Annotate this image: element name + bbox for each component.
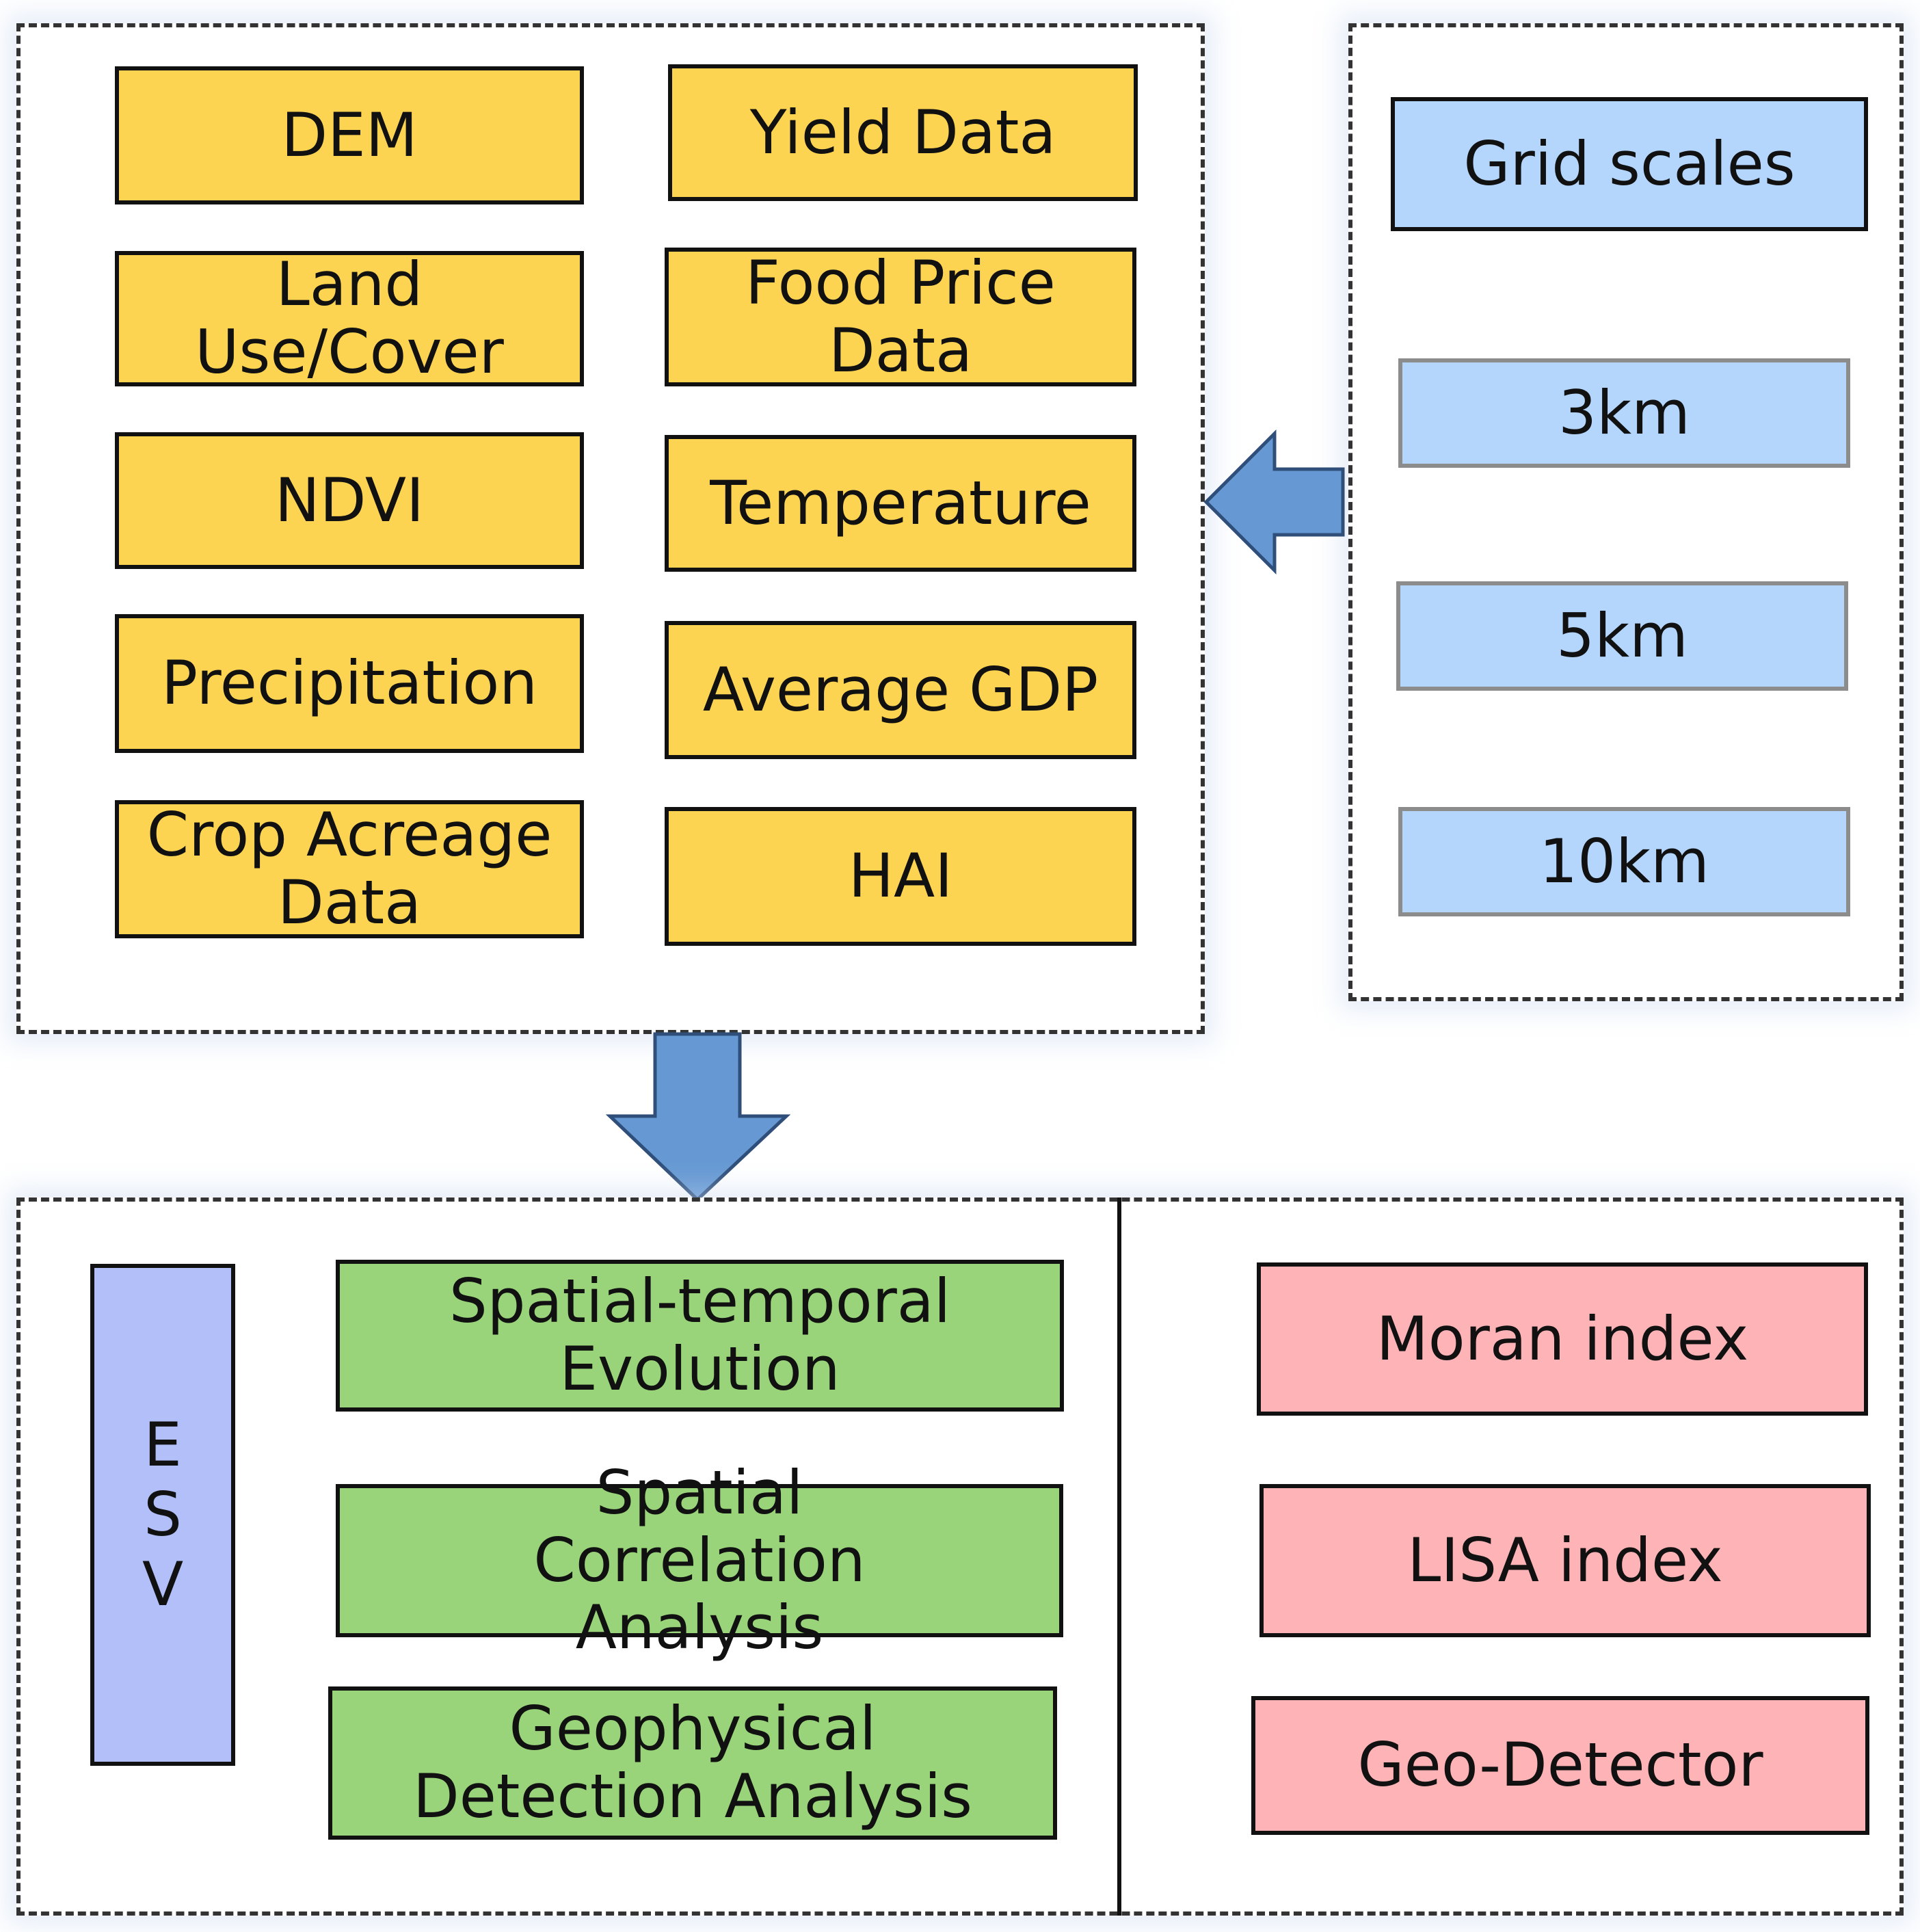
data-box-crop-acreage: Crop Acreage Data: [115, 800, 584, 938]
data-box-precipitation: Precipitation: [115, 614, 584, 753]
analysis-spatial-temporal: Spatial-temporal Evolution: [336, 1260, 1064, 1412]
esv-box: ESV: [90, 1264, 235, 1766]
data-box-ndvi: NDVI: [115, 432, 584, 569]
method-geo-detector: Geo-Detector: [1251, 1696, 1869, 1835]
down-arrow-icon: [605, 1032, 791, 1202]
method-moran-index: Moran index: [1257, 1262, 1868, 1416]
grid-scales-header: Grid scales: [1391, 97, 1868, 231]
data-box-hai: HAI: [665, 807, 1136, 946]
grid-scale-3km: 3km: [1398, 358, 1850, 468]
data-box-temperature: Temperature: [665, 435, 1136, 572]
left-arrow-icon: [1203, 429, 1345, 575]
data-box-food-price: Food Price Data: [665, 248, 1136, 386]
data-box-yield: Yield Data: [668, 64, 1138, 201]
group-divider: [1117, 1197, 1121, 1916]
data-box-land-use: Land Use/Cover: [115, 251, 584, 386]
grid-scale-5km: 5km: [1396, 581, 1848, 691]
method-lisa-index: LISA index: [1259, 1484, 1871, 1637]
analysis-spatial-correlation: Spatial Correlation Analysis: [336, 1459, 1063, 1661]
grid-scale-10km: 10km: [1398, 807, 1850, 916]
esv-label: ESV: [142, 1410, 184, 1619]
data-box-dem: DEM: [115, 66, 584, 204]
analysis-geophysical-detection: Geophysical Detection Analysis: [328, 1686, 1057, 1840]
data-box-average-gdp: Average GDP: [665, 621, 1136, 759]
